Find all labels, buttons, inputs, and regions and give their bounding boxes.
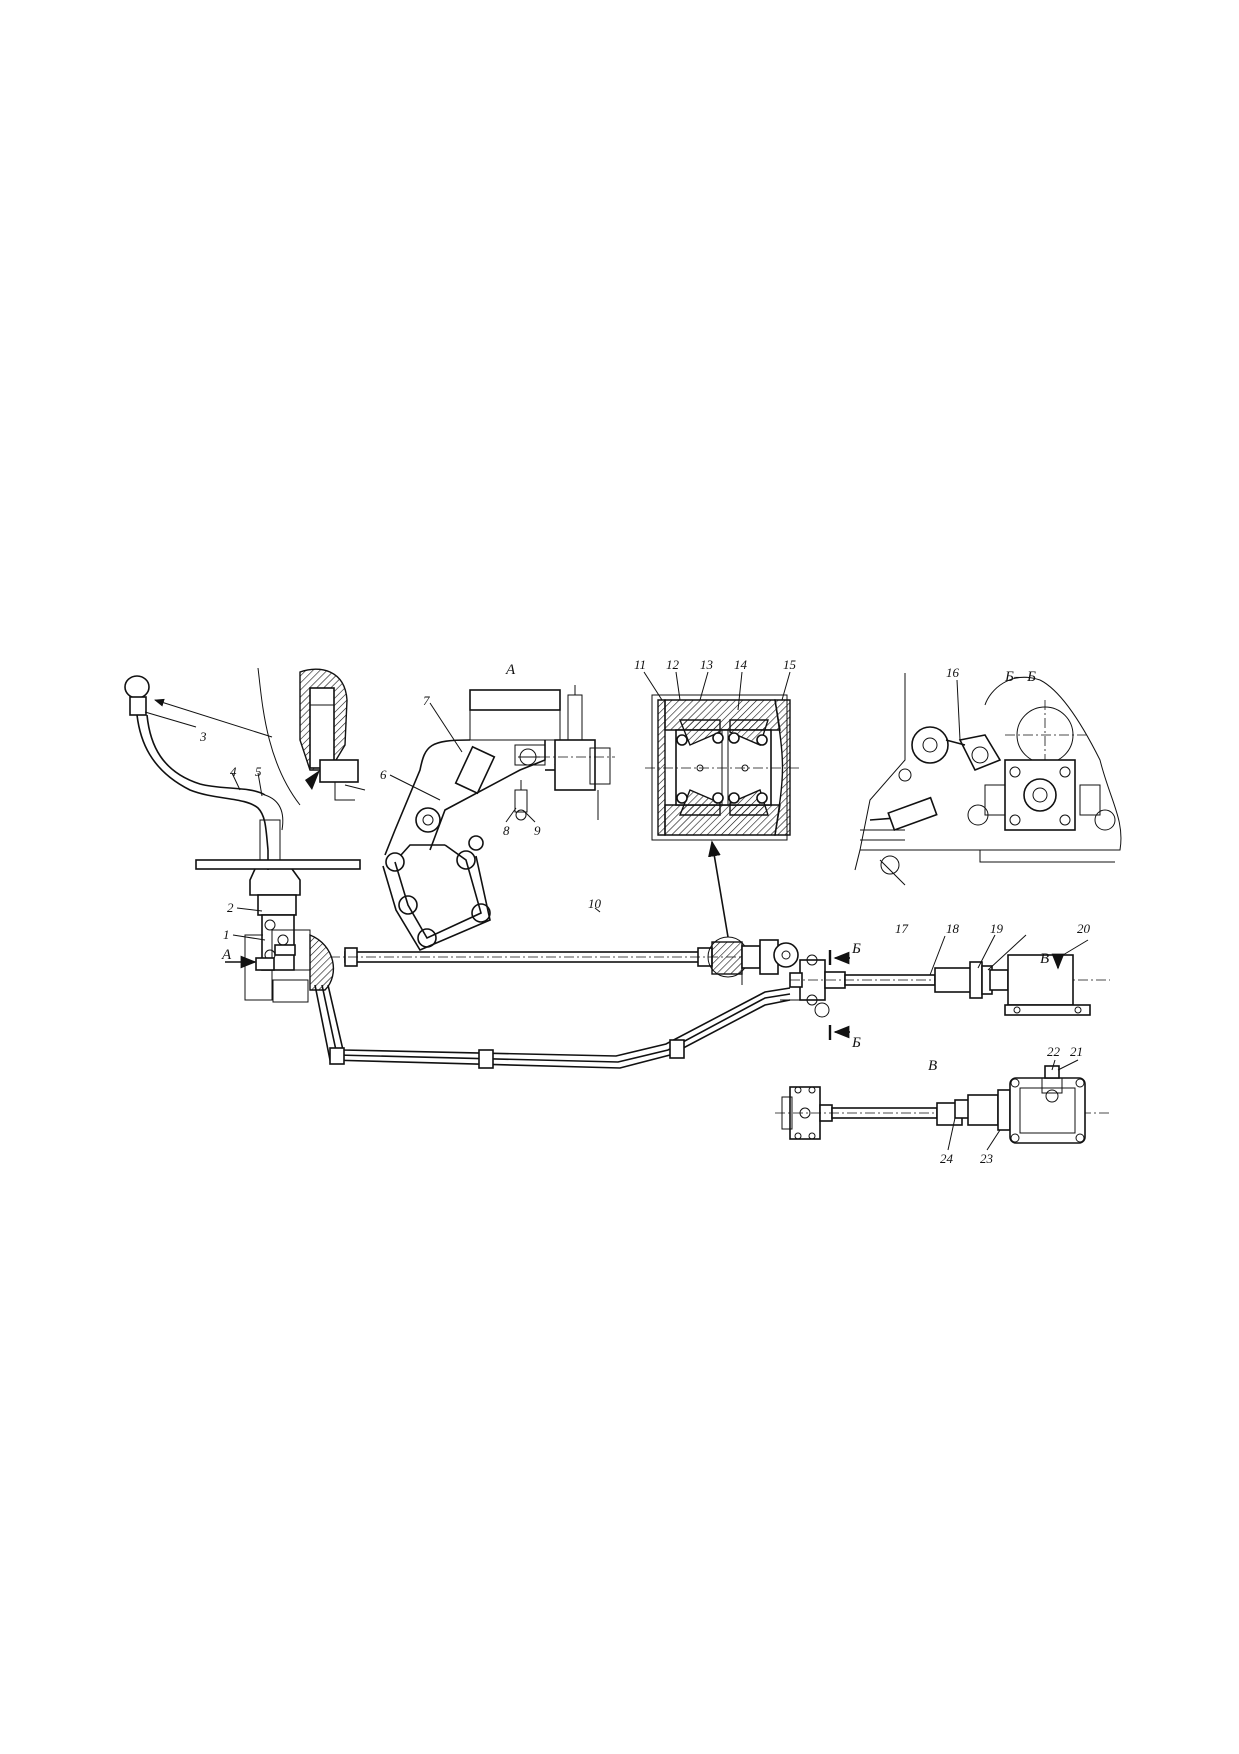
view-v-detail <box>775 1065 1110 1144</box>
callout-22: 22 <box>1047 1044 1061 1059</box>
section-b-top-label: Б <box>851 941 861 957</box>
connecting-rod-assembly <box>314 936 800 1069</box>
callout-9: 9 <box>534 823 541 838</box>
callout-15: 15 <box>783 657 797 672</box>
leader-lines <box>144 671 1089 1151</box>
callout-2: 2 <box>227 900 234 915</box>
view-a-detail <box>382 685 615 952</box>
transmission-linkage <box>789 950 1110 1040</box>
section-b-b-detail <box>854 673 1122 886</box>
callout-11: 11 <box>634 657 646 672</box>
callout-3: 3 <box>199 729 207 744</box>
callout-labels: 1 2 3 4 5 6 7 8 9 10 11 12 13 14 15 16 1… <box>199 657 1091 1166</box>
callout-24: 24 <box>940 1151 954 1166</box>
view-labels: А А Б—Б Б Б В В <box>221 662 1049 1074</box>
view-a-arrow-label: А <box>221 947 232 963</box>
callout-12: 12 <box>666 657 680 672</box>
section-b-bottom-label: Б <box>851 1035 861 1051</box>
view-v-arrow-label: В <box>1040 951 1049 967</box>
section-detail-11-15 <box>645 694 800 841</box>
view-v-title: В <box>928 1058 937 1074</box>
callout-8: 8 <box>503 823 510 838</box>
callout-1: 1 <box>223 927 230 942</box>
callout-19: 19 <box>990 921 1004 936</box>
callout-5: 5 <box>255 764 262 779</box>
section-b-b-title: Б—Б <box>1004 669 1036 685</box>
lever-detail-inset <box>257 667 366 806</box>
callout-17: 17 <box>895 921 909 936</box>
callout-21: 21 <box>1070 1044 1083 1059</box>
callout-7: 7 <box>423 693 430 708</box>
callout-23: 23 <box>980 1151 994 1166</box>
callout-13: 13 <box>700 657 714 672</box>
callout-20: 20 <box>1077 921 1091 936</box>
callout-18: 18 <box>946 921 960 936</box>
callout-4: 4 <box>230 764 237 779</box>
view-a-title: А <box>505 662 516 678</box>
callout-6: 6 <box>380 767 387 782</box>
callout-16: 16 <box>946 665 960 680</box>
gear-lever-assembly <box>124 675 361 1003</box>
callout-14: 14 <box>734 657 748 672</box>
callout-10: 10 <box>588 896 602 911</box>
